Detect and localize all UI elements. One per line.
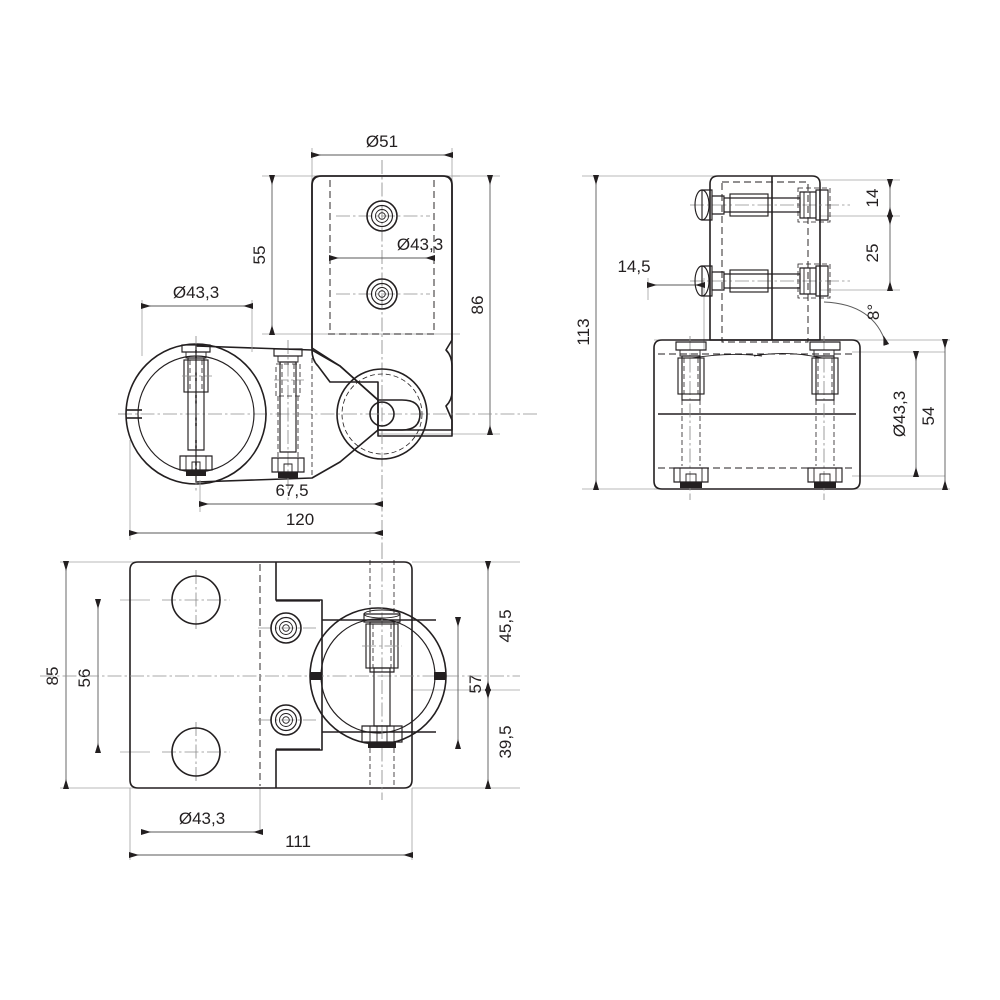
bottom-through-hole-upper xyxy=(162,570,230,632)
dim-label-111: 111 xyxy=(285,832,311,851)
dim-label-120: 120 xyxy=(286,510,314,529)
dim-label-57: 57 xyxy=(466,675,485,694)
dim-label-43-3-plan: Ø43,3 xyxy=(173,283,219,302)
bottom-plate-outline xyxy=(129,561,413,789)
side-upper-block xyxy=(690,175,850,343)
view-side-elevation: 113 14,5 14 25 8° Ø43,3 xyxy=(574,175,950,500)
dim-angle-8deg: 8° xyxy=(823,301,890,346)
view-front-elevation: Ø51 55 86 xyxy=(250,132,500,545)
dim-label-86: 86 xyxy=(468,296,487,315)
view-bottom-plan: 85 56 45,5 57 39,5 Ø43,3 1 xyxy=(40,545,520,860)
dim-width-14-5: 14,5 xyxy=(617,257,705,350)
front-screw-head-upper xyxy=(336,200,430,232)
dim-height-86: 86 xyxy=(468,175,493,435)
bottom-extension-lines xyxy=(60,561,520,860)
front-body-silhouette xyxy=(311,175,453,437)
dim-diameter-43-3-front: Ø43,3 xyxy=(329,235,443,261)
dim-height-57: 57 xyxy=(455,617,485,749)
dim-width-120: 120 xyxy=(129,440,383,540)
plan-lug-outer xyxy=(336,368,428,460)
view-plan-section: Ø43,3 67,5 120 xyxy=(118,283,540,540)
dim-width-67-5: 67,5 xyxy=(199,480,383,512)
bottom-screw-head-upper xyxy=(258,612,316,644)
dim-height-55: 55 xyxy=(250,175,275,335)
plan-lug-hole xyxy=(369,401,395,427)
dim-label-14: 14 xyxy=(863,189,882,208)
bottom-screw-head-lower xyxy=(258,704,316,736)
plan-bolt-left xyxy=(179,336,213,492)
plan-arm-outline xyxy=(195,345,421,483)
dim-label-14-5: 14,5 xyxy=(617,257,650,276)
dim-height-14: 14 xyxy=(863,179,893,217)
plan-lug-hidden-circle xyxy=(341,373,423,455)
side-bolt-lower-right xyxy=(807,336,843,500)
dim-width-111: 111 xyxy=(129,832,413,858)
dim-height-85: 85 xyxy=(43,561,69,789)
plan-bolt-middle xyxy=(271,340,305,500)
dim-label-25: 25 xyxy=(863,244,882,263)
dim-height-45-5: 45,5 xyxy=(485,561,515,691)
dim-label-51: Ø51 xyxy=(366,132,398,151)
side-bolt-upper-2 xyxy=(690,263,850,299)
dim-diameter-51: Ø51 xyxy=(311,132,453,158)
dim-height-39-5: 39,5 xyxy=(485,689,515,789)
dim-label-43-3-front: Ø43,3 xyxy=(397,235,443,254)
dim-diameter-43-3-plan: Ø43,3 xyxy=(141,283,253,356)
bottom-through-hole-lower xyxy=(162,722,230,784)
side-bolt-lower-left xyxy=(673,336,709,500)
dim-height-54: 54 xyxy=(919,339,948,490)
dim-diameter-43-3-side: Ø43,3 xyxy=(890,351,919,477)
dim-height-113: 113 xyxy=(574,175,599,490)
dim-label-56: 56 xyxy=(75,669,94,688)
dim-height-25: 25 xyxy=(863,215,893,291)
plan-clamp-split xyxy=(126,409,142,419)
dim-label-43-3-bottom: Ø43,3 xyxy=(179,809,225,828)
bottom-clamp-bolt xyxy=(361,609,403,748)
side-extension-lines xyxy=(582,175,950,490)
side-lower-block xyxy=(653,336,861,500)
dim-label-45-5: 45,5 xyxy=(496,609,515,642)
dim-diameter-43-3-bottom: Ø43,3 xyxy=(141,809,263,835)
dim-label-55: 55 xyxy=(250,246,269,265)
front-screw-head-lower xyxy=(336,278,430,310)
dim-label-8deg: 8° xyxy=(864,304,883,320)
dim-label-43-3-side: Ø43,3 xyxy=(890,391,909,437)
side-bolt-upper-1 xyxy=(690,187,850,223)
dim-label-39-5: 39,5 xyxy=(496,725,515,758)
dim-label-67-5: 67,5 xyxy=(275,481,308,500)
dim-label-54: 54 xyxy=(919,407,938,426)
dim-label-113: 113 xyxy=(574,318,593,345)
